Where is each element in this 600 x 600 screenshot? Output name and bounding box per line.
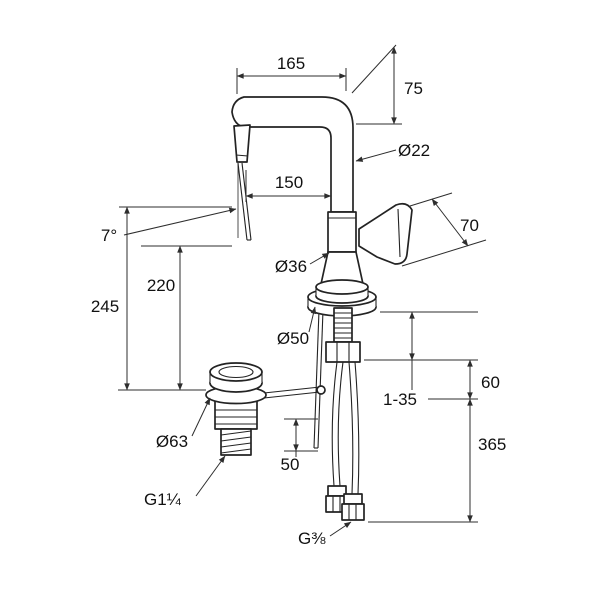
dim-label-d36: Ø36 [275,257,307,276]
dim-label-1-35: 1-35 [383,390,417,409]
mixer-body [327,211,357,253]
dimensions: 165 75 Ø22 150 7° 70 [91,44,506,548]
dimension-body-diameter: Ø36 [275,252,330,276]
dim-label-60: 60 [481,373,500,392]
handle-edge-line [397,208,401,258]
dim-label-365: 365 [478,435,506,454]
water-stream-left [237,162,248,241]
flange-upper-top [315,279,369,295]
dim-label-d22: Ø22 [398,141,430,160]
shank-threads [334,312,352,339]
dim-label-70: 70 [460,216,479,235]
dim-label-75: 75 [404,79,423,98]
lever-rod-top [263,386,321,394]
dim-label-50: 50 [281,455,300,474]
supply-hoses [331,361,360,495]
pull-rod-left [313,309,320,449]
spout-and-riser [231,96,354,213]
hose-nut-right [341,503,365,521]
dimension-handle-length: 70 [401,192,487,267]
deck-reference-lines [364,311,478,523]
dimension-base-diameter: Ø50 [277,306,317,348]
lever-handle [358,202,413,265]
waste-body [214,400,258,430]
dim-label-165: 165 [277,54,305,73]
plug-cap-top [209,362,263,382]
dimension-outlet-height: 220 [141,245,232,391]
dimension-mounting-thickness: 1-35 [383,311,417,409]
hose-fitting-right [343,493,363,505]
dimension-clearance-below-deck: 60 [467,359,500,400]
dim-label-g1-1-4: G1¼ [144,490,182,509]
dimension-top-height: 75 [351,44,423,125]
dim-label-d63: Ø63 [156,432,188,451]
dimension-outlet-projection: 150 [245,170,332,202]
dim-label-245: 245 [91,297,119,316]
lever-rod-joint [316,385,326,395]
dim-label-g3-8: G⅜ [298,529,326,548]
dimension-waste-diameter: Ø63 [156,397,211,451]
lever-rod-bottom [263,391,321,399]
spout-outlet [233,124,251,163]
dim-label-7deg: 7° [101,226,117,245]
dim-label-150: 150 [275,173,303,192]
pull-rod-right [317,309,324,449]
faucet-figure [205,96,413,521]
dimension-rod-stroke: 50 [281,418,318,474]
dimension-spout-projection: 165 [236,54,347,94]
dimension-waste-thread: G1¼ [144,455,226,509]
fixing-nut [325,341,361,363]
aerator-line [235,154,249,157]
dimension-stream-angle: 7° [101,207,237,245]
plug-cap-inner [218,365,254,379]
waste-body-lines [215,409,257,425]
dimension-spout-diameter: Ø22 [355,141,430,162]
dim-label-d50: Ø50 [277,329,309,348]
tailpiece-threads [220,430,252,454]
dim-label-220: 220 [147,276,175,295]
dimension-supply-thread: G⅜ [298,521,352,548]
dimension-hose-length: 365 [467,398,506,523]
dimension-total-height: 245 [91,206,232,391]
